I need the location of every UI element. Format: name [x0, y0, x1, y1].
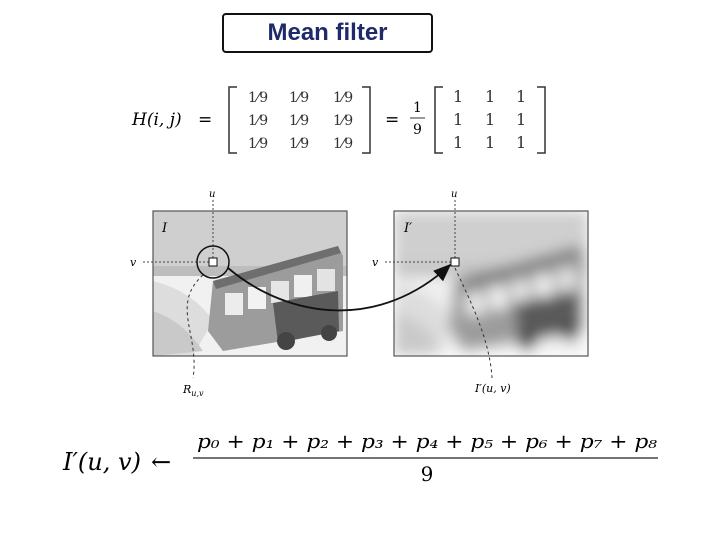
fraction-cell: 1⁄9 — [333, 90, 353, 106]
right-bracket-b — [537, 86, 546, 154]
source-image-frame — [152, 210, 348, 357]
title-box: Mean filter — [222, 13, 433, 53]
left-bracket-b — [434, 86, 443, 154]
fraction-cell: 1⁄9 — [248, 113, 268, 129]
neighborhood-circle — [196, 245, 230, 279]
v-label-left: v — [130, 256, 137, 269]
h-lhs: H(i, j) — [131, 110, 182, 130]
scalar-numerator: 1 — [413, 100, 422, 116]
ones-cell: 1 — [516, 110, 526, 129]
source-image-label: I — [161, 221, 168, 236]
ones-cell: 1 — [453, 87, 463, 106]
left-bracket-a — [228, 86, 237, 154]
output-leader-line — [454, 267, 493, 379]
ones-cell: 1 — [516, 87, 526, 106]
mean-denominator: 9 — [421, 462, 434, 486]
mapping-arrow — [227, 263, 452, 312]
v-label-right: v — [372, 256, 379, 269]
scalar-denominator: 9 — [413, 122, 422, 138]
h-equals-2: = — [385, 110, 399, 130]
source-pixel-marker — [208, 257, 218, 267]
mean-lhs: I′(u, v) — [62, 448, 141, 476]
fraction-cell: 1⁄9 — [289, 113, 309, 129]
ones-cell: 1 — [485, 110, 495, 129]
h-equals: = — [198, 110, 212, 130]
ones-matrix: 1 1 1 1 1 1 1 1 1 — [453, 87, 526, 152]
u-label-right: u — [451, 189, 457, 200]
filtered-image-label: I′ — [403, 221, 412, 236]
fraction-cell: 1⁄9 — [333, 113, 353, 129]
region-leader-line — [186, 274, 204, 379]
slide-title: Mean filter — [267, 19, 388, 46]
fraction-cell: 1⁄9 — [289, 90, 309, 106]
fraction-matrix: 1⁄9 1⁄9 1⁄9 1⁄9 1⁄9 1⁄9 1⁄9 1⁄9 1⁄9 — [248, 90, 353, 152]
fraction-cell: 1⁄9 — [289, 136, 309, 152]
ones-cell: 1 — [516, 133, 526, 152]
right-bracket-a — [362, 86, 371, 154]
target-pixel-marker — [450, 257, 460, 267]
mean-numerator: p₀ + p₁ + p₂ + p₃ + p₄ + p₅ + p₆ + p₇ + … — [197, 429, 657, 453]
output-pixel-label: I′(u, v) — [474, 382, 511, 395]
ones-cell: 1 — [453, 133, 463, 152]
ones-cell: 1 — [485, 133, 495, 152]
ones-cell: 1 — [453, 110, 463, 129]
fraction-cell: 1⁄9 — [248, 90, 268, 106]
fraction-cell: 1⁄9 — [333, 136, 353, 152]
filtered-image — [394, 211, 588, 356]
fraction-cell: 1⁄9 — [248, 136, 268, 152]
region-label: Ru,v — [182, 383, 204, 398]
mean-arrow: ← — [151, 448, 171, 476]
u-label-left: u — [209, 189, 215, 200]
ones-cell: 1 — [485, 87, 495, 106]
filtered-image-frame — [393, 210, 589, 357]
